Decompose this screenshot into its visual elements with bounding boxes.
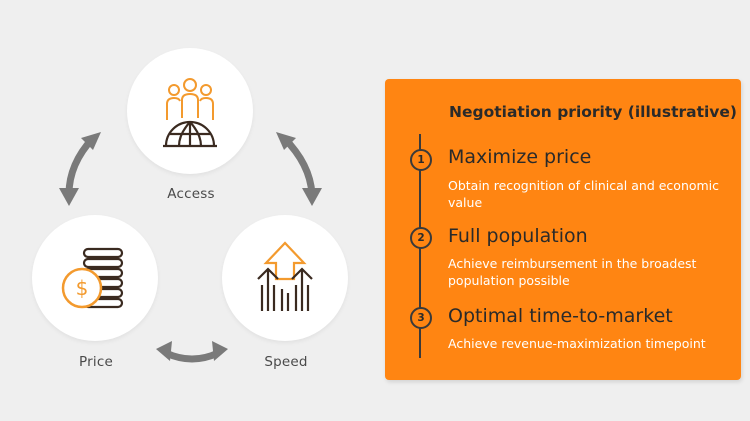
step-description-1: Obtain recognition of clinical and econo…	[448, 178, 720, 210]
svg-text:$: $	[76, 276, 89, 300]
panel-title: Negotiation priority (illustrative)	[449, 103, 737, 121]
price-label: Price	[79, 354, 113, 370]
step-number-3: 3	[410, 307, 432, 329]
dollar-coins-icon: $	[61, 247, 124, 309]
step-number-1: 1	[410, 149, 432, 171]
access-label: Access	[167, 186, 215, 202]
arrow-access-price	[59, 132, 101, 206]
upward-arrows-icon	[257, 241, 313, 311]
access-node	[127, 48, 253, 174]
speed-label: Speed	[264, 354, 308, 370]
price-node: $	[32, 215, 158, 341]
arrow-price-speed	[156, 341, 228, 363]
step-heading-1: Maximize price	[448, 146, 592, 168]
step-heading-3: Optimal time-to-market	[448, 305, 673, 327]
arrow-access-speed	[276, 132, 322, 206]
step-heading-2: Full population	[448, 225, 588, 247]
step-number-2: 2	[410, 227, 432, 249]
step-description-3: Achieve revenue-maximization timepoint	[448, 336, 706, 351]
speed-node	[222, 215, 348, 341]
negotiation-panel: Negotiation priority (illustrative) 1 Ma…	[385, 79, 741, 380]
step-description-2: Achieve reimbursement in the broadest po…	[448, 256, 697, 288]
people-globe-icon	[163, 78, 217, 148]
